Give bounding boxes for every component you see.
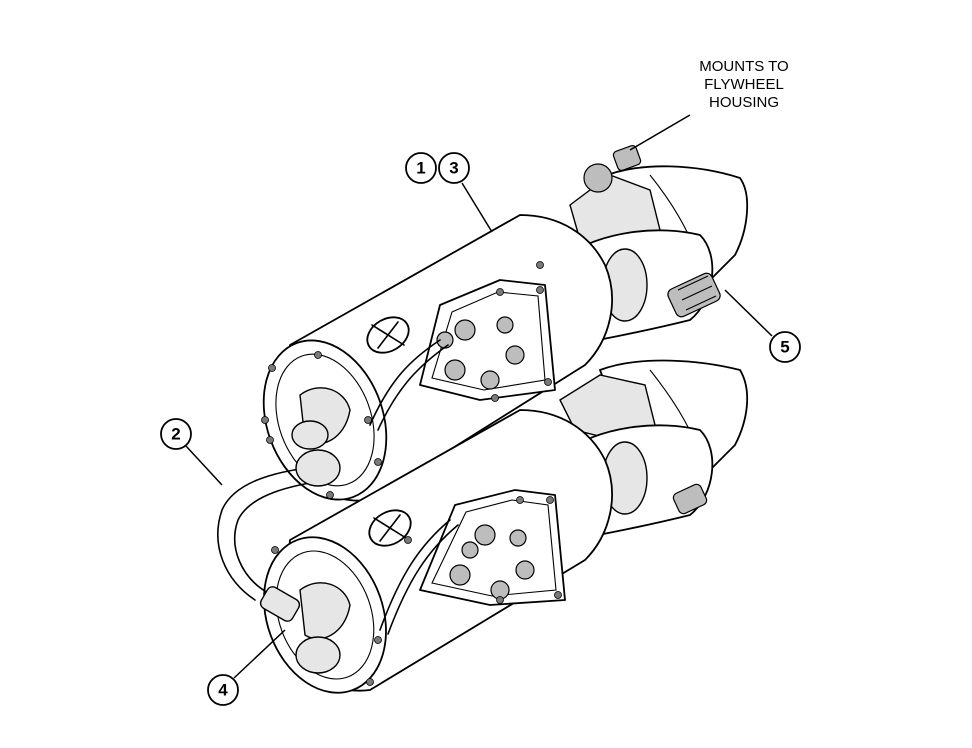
callout-5-label: 5: [780, 338, 789, 357]
note-leader: [629, 114, 691, 151]
lower-starter-motor: [263, 359, 749, 694]
callout-4: 4: [207, 674, 239, 706]
interconnect-cable: [217, 449, 341, 674]
callout-3-label: 3: [449, 159, 458, 178]
callout-4-label: 4: [218, 681, 228, 700]
note-line-3: HOUSING: [709, 94, 779, 111]
callout-3: 3: [438, 152, 470, 184]
callout-5-leader: [724, 289, 773, 337]
callout-2: 2: [160, 418, 192, 450]
callout-1: 1: [405, 152, 437, 184]
callout-2-label: 2: [171, 425, 180, 444]
upper-starter-motor: [261, 145, 749, 502]
callout-5: 5: [769, 331, 801, 363]
note-line-1: MOUNTS TO: [699, 58, 788, 75]
callout-3-leader: [461, 182, 493, 233]
mounts-note: MOUNTS TO FLYWHEEL HOUSING: [629, 58, 789, 151]
note-line-2: FLYWHEEL: [704, 76, 784, 93]
callout-2-leader: [185, 445, 223, 486]
callout-1-label: 1: [416, 159, 425, 178]
callout-4-leader: [233, 629, 286, 679]
